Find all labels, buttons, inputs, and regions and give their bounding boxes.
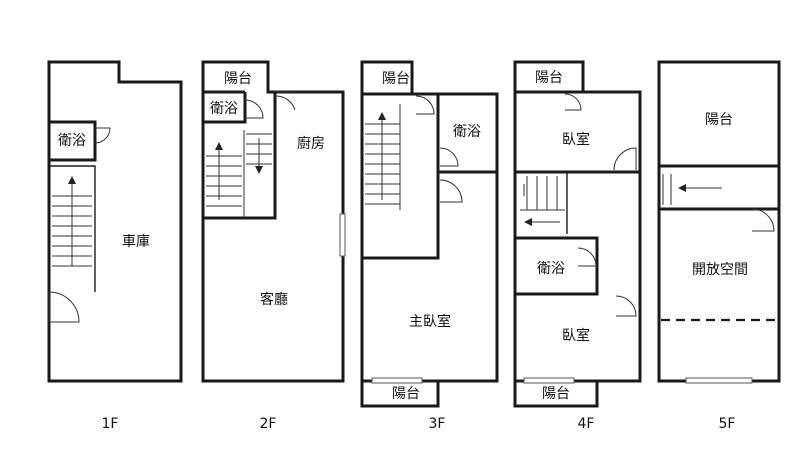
floor-5f-balcony-label: 陽台 [705,112,733,128]
stairs-icon [206,133,272,207]
floor-3f-outline [360,60,499,383]
arrow-up-icon [378,112,386,120]
floor-2f-outline [201,60,345,383]
floor-1f-plan: 衛浴 車庫 [47,60,183,383]
floor-2f-bath-walls [203,92,247,124]
window-icon [685,377,753,384]
floor-4f-bath-walls [515,236,599,296]
window-icon [339,213,346,257]
arrow-down-icon [255,166,263,174]
floor-4f-label: 4F [578,416,595,432]
floor-4f-bottom-balcony [513,381,599,408]
floor-4f-plan: 陽台 臥室 衛浴 臥室 陽台 [513,60,642,408]
arrow-up-icon [68,176,76,184]
floor-4f-bottom-balcony-label: 陽台 [542,386,570,402]
floor-2f-plan: 陽台 衛浴 廚房 客廳 [201,60,346,383]
window-icon [523,377,575,384]
stairs-icon [52,176,92,267]
floor-2f-label: 2F [260,416,277,432]
door-icon [751,208,775,232]
floor-3f-bath-label: 衛浴 [453,124,481,140]
stairs-icon [520,176,565,226]
floor-2f-kitchen-label: 廚房 [297,135,325,152]
floor-2f-stair-walls [203,92,277,220]
door-icon [613,147,637,171]
floor-3f-balcony-label: 陽台 [382,71,410,87]
floor-3f-stair-walls [362,170,497,260]
floor-1f-label: 1F [102,416,119,432]
floor-1f-bath-walls [49,120,97,162]
floor-3f-bottom-balcony [360,381,440,408]
floor-5f-outline [657,60,781,383]
floor-5f-label: 5F [719,416,736,432]
door-icon [415,95,435,115]
floor-4f-bedroom-2-label: 臥室 [562,327,590,344]
door-icon [94,127,111,144]
floor-2f-living-label: 客廳 [260,291,288,308]
door-icon [615,295,637,317]
floor-2f-balcony-label: 陽台 [224,71,252,87]
floor-1f-stair-wall [49,165,96,292]
door-icon [564,93,582,111]
floor-5f-plan: 陽台 開放空間 [657,60,781,384]
floor-4f-bath-label: 衛浴 [537,261,565,277]
arrow-left-icon [524,218,532,226]
door-icon [244,99,264,119]
door-icon [439,147,459,167]
stairs-icon [365,104,401,210]
door-icon [274,91,296,111]
door-icon [439,179,463,203]
arrow-up-icon [215,142,223,150]
window-icon [371,377,423,384]
door-icon [577,247,597,267]
arrow-left-icon [678,184,686,192]
floor-4f-bedroom-label: 臥室 [562,131,590,148]
floor-3f-plan: 陽台 衛浴 主臥室 陽台 [360,60,499,408]
floor-5f-open-space-label: 開放空間 [692,262,748,278]
floor-4f-balcony-label: 陽台 [535,70,563,86]
floor-3f-master-bedroom-label: 主臥室 [409,313,451,330]
door-icon [48,291,80,323]
floor-1f-garage-label: 車庫 [122,233,150,250]
floor-2f-bath-label: 衛浴 [210,101,238,117]
floor-1f-outline [47,60,183,383]
floor-1f-bath-label: 衛浴 [58,133,86,149]
floor-3f-bottom-balcony-label: 陽台 [392,386,420,402]
floor-3f-label: 3F [429,416,446,432]
stairs-icon [662,174,722,205]
